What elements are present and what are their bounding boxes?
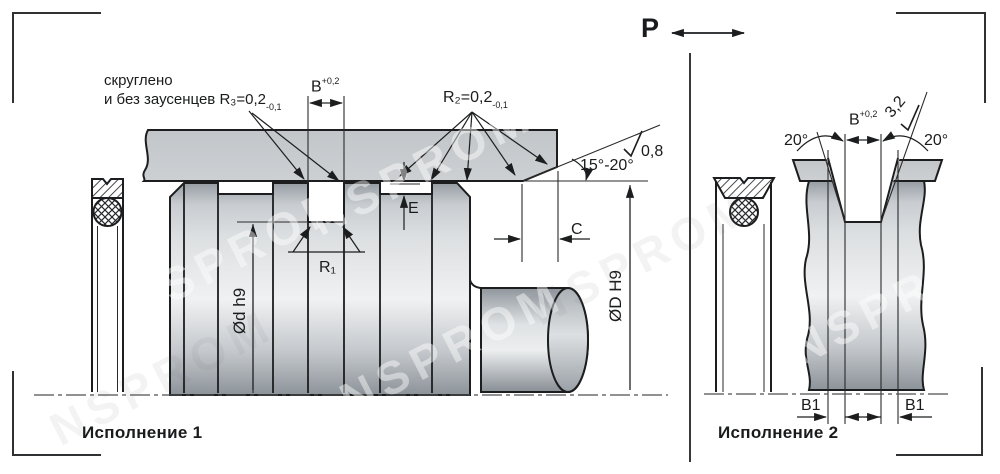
b1-left-label: B1: [801, 397, 821, 414]
dim-r1-label: R₁: [319, 259, 336, 276]
groove-width-dim-v2: B+0,2: [849, 109, 878, 130]
seal-sleeve-inner-walls-v2: [722, 224, 765, 392]
piston-shaft: [169, 182, 471, 396]
seal-sleeve-walls-v2: [715, 182, 772, 392]
dim-e-label: E: [408, 200, 419, 217]
rod-end-cap: [547, 287, 589, 393]
dimension-arrows-v2: [796, 131, 932, 422]
version2-drawing: 3,2: [704, 91, 952, 424]
r2-value: R₂=0,2: [443, 89, 493, 106]
b-value-v1: B: [311, 78, 322, 96]
b-tolerance-v2: +0,2: [859, 109, 878, 119]
o-ring-hatch-v2: [729, 197, 759, 227]
roughness-mark-08: [623, 130, 643, 158]
dovetail-groove-outline: [827, 157, 899, 223]
rod-fillet: [469, 279, 482, 289]
shaft-diameter-label: Ød h9: [230, 288, 249, 334]
dim-c-label: C: [571, 221, 583, 238]
note-burr-free-text: и без заусенцев: [104, 91, 220, 108]
extension-lines-v2: [816, 91, 928, 424]
seal-cross-section-v2: [712, 177, 776, 392]
pressure-label: P: [641, 13, 660, 43]
r2-tolerance: -0,1: [492, 100, 508, 111]
seal-cross-section-v1: [91, 178, 124, 392]
angle-left-label: 20°: [784, 132, 809, 149]
note-burr-free: и без заусенцев R₃=0,2-0,1: [104, 91, 282, 112]
frame-corner-bottom-left: [12, 371, 101, 456]
seal-cap-hatch-v2: [712, 177, 776, 199]
caption-version2: Исполнение 2: [718, 423, 839, 442]
frame-corner-bottom-right: [896, 367, 983, 456]
b-tolerance-v1: +0,2: [321, 76, 340, 86]
roughness-mark-32: [900, 104, 920, 132]
angle-right-label: 20°: [924, 132, 949, 149]
chamfer-angle-label: 15°-20°: [580, 157, 634, 174]
r2-radius-dim: R₂=0,2-0,1: [443, 88, 508, 111]
caption-version1: Исполнение 1: [82, 423, 203, 442]
b1-right-label: B1: [905, 397, 925, 414]
shaft-body-v2: [803, 180, 927, 391]
o-ring-hatch: [92, 197, 123, 227]
shaft-land-edges: [183, 184, 433, 393]
seal-cap-hatch: [91, 178, 124, 199]
dimension-arrows-v1: [248, 98, 635, 390]
note-rounded: скруглено: [104, 72, 173, 89]
frame-corner-top-left: [12, 12, 101, 103]
b-value-v2: B: [849, 111, 860, 129]
housing-bar: [141, 129, 558, 182]
roughness-value-08: 0,8: [641, 143, 664, 160]
r3-tolerance: -0,1: [266, 102, 282, 112]
frame-corner-top-right: [896, 12, 986, 103]
roughness-value-32: 3,2: [882, 93, 909, 121]
version1-drawing: Ød h9 ØD H9: [34, 96, 668, 396]
r3-radius-value: R₃=0,2: [219, 91, 266, 108]
bore-diameter-label: ØD H9: [606, 270, 625, 322]
groove-width-dim-v1: B+0,2: [311, 76, 340, 97]
seal-sleeve-walls: [91, 198, 124, 392]
seal-sleeve-inner-walls: [97, 226, 118, 392]
frame-corner-marks: [12, 12, 986, 456]
